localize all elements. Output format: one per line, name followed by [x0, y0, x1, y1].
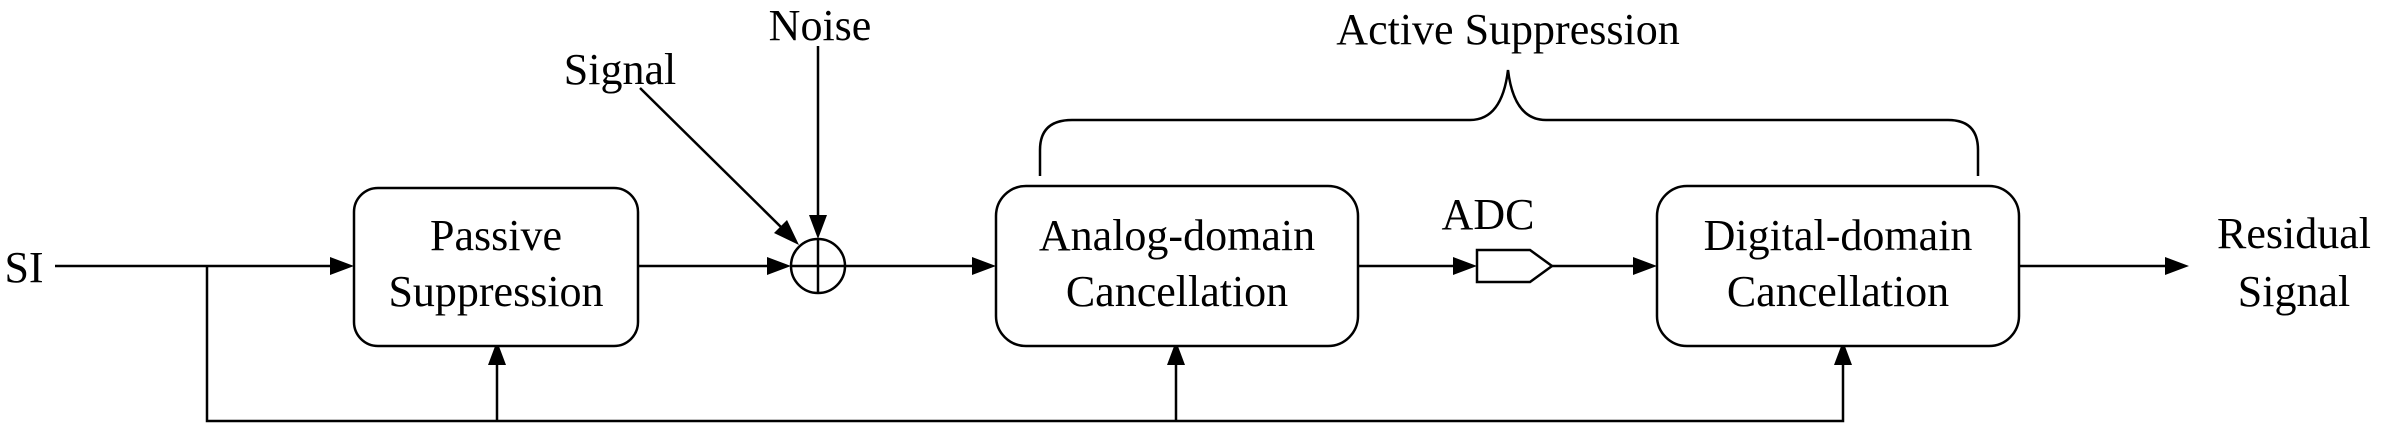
signal-label: Signal	[564, 45, 676, 94]
arrow-to-adc	[1453, 257, 1477, 275]
passive-line-1: Passive	[430, 211, 562, 260]
arrow-noise	[809, 215, 827, 239]
arrow-to-passive	[330, 257, 354, 275]
arrow-output	[2165, 257, 2189, 275]
analog-line-2: Cancellation	[1066, 267, 1288, 316]
adc-label: ADC	[1442, 190, 1535, 239]
arrow-to-summer	[767, 257, 791, 275]
active-suppression-brace	[1038, 69, 1980, 176]
noise-label: Noise	[769, 1, 872, 50]
analog-line-1: Analog-domain	[1039, 211, 1315, 260]
si-label: SI	[4, 243, 43, 292]
active-suppression-label: Active Suppression	[1336, 5, 1679, 54]
arrow-to-analog	[972, 257, 996, 275]
output-line-2: Signal	[2238, 267, 2350, 316]
output-line-1: Residual	[2217, 209, 2371, 258]
digital-line-1: Digital-domain	[1704, 211, 1973, 260]
arrow-up-passive	[488, 341, 506, 365]
arrow-up-digital	[1834, 341, 1852, 365]
arrow-to-digital	[1633, 257, 1657, 275]
adc-symbol	[1475, 248, 1555, 284]
arrow-signal	[774, 220, 799, 245]
analog-cancellation-block	[994, 184, 1360, 348]
passive-line-2: Suppression	[388, 267, 603, 316]
signal-wire	[639, 87, 786, 232]
digital-cancellation-block	[1655, 184, 2021, 348]
digital-line-2: Cancellation	[1727, 267, 1949, 316]
feedback-bus	[205, 266, 1845, 423]
arrow-up-analog	[1167, 341, 1185, 365]
